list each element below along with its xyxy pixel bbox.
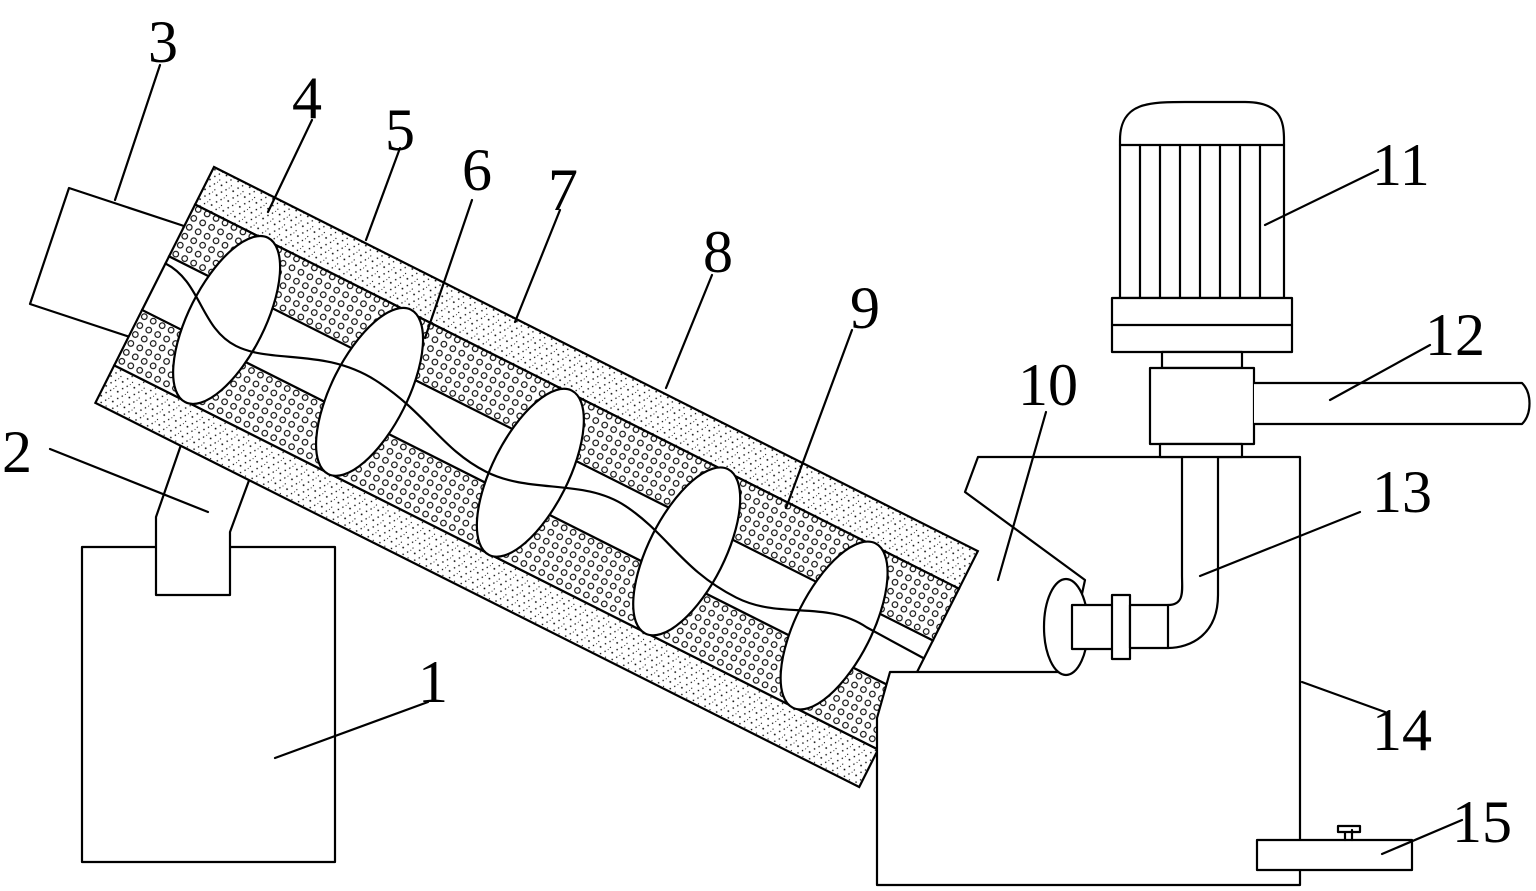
callout-10: 10 — [1018, 352, 1078, 418]
coupling-housing — [1148, 366, 1256, 446]
helix-blade — [475, 387, 585, 558]
callout-9: 9 — [850, 275, 880, 341]
callout-5: 5 — [385, 97, 415, 163]
helix-blade — [172, 234, 282, 406]
leader-lines — [48, 63, 1464, 856]
pipe-13 — [1128, 453, 1220, 650]
nozzle-flange — [1110, 593, 1132, 661]
callout-14: 14 — [1372, 697, 1432, 763]
callout-15: 15 — [1452, 789, 1512, 855]
coupling-base — [1158, 442, 1244, 459]
helix-blade — [632, 466, 742, 637]
drain-valve-15 — [1255, 838, 1414, 872]
motor-11 — [1110, 100, 1294, 354]
callout-3: 3 — [148, 9, 178, 75]
callout-11: 11 — [1372, 132, 1430, 198]
callout-13: 13 — [1372, 459, 1432, 525]
helix-blade — [314, 306, 425, 477]
callout-12: 12 — [1425, 302, 1485, 368]
callout-7: 7 — [548, 157, 578, 223]
callout-4: 4 — [292, 65, 322, 131]
screw-shaft — [164, 262, 926, 660]
callout-1: 1 — [418, 649, 448, 715]
coupling — [1160, 350, 1244, 370]
pipe-12 — [1252, 381, 1531, 426]
discharge-housing-10 — [875, 455, 1302, 887]
callout-2: 2 — [2, 419, 32, 485]
valve-handle — [1336, 824, 1362, 834]
callout-6: 6 — [462, 137, 492, 203]
helix-blade — [779, 540, 889, 711]
outlet-pipe-2 — [154, 440, 260, 597]
callout-8: 8 — [703, 219, 733, 285]
conveyor-tube — [93, 165, 980, 789]
nozzle-pipe — [1070, 603, 1116, 651]
